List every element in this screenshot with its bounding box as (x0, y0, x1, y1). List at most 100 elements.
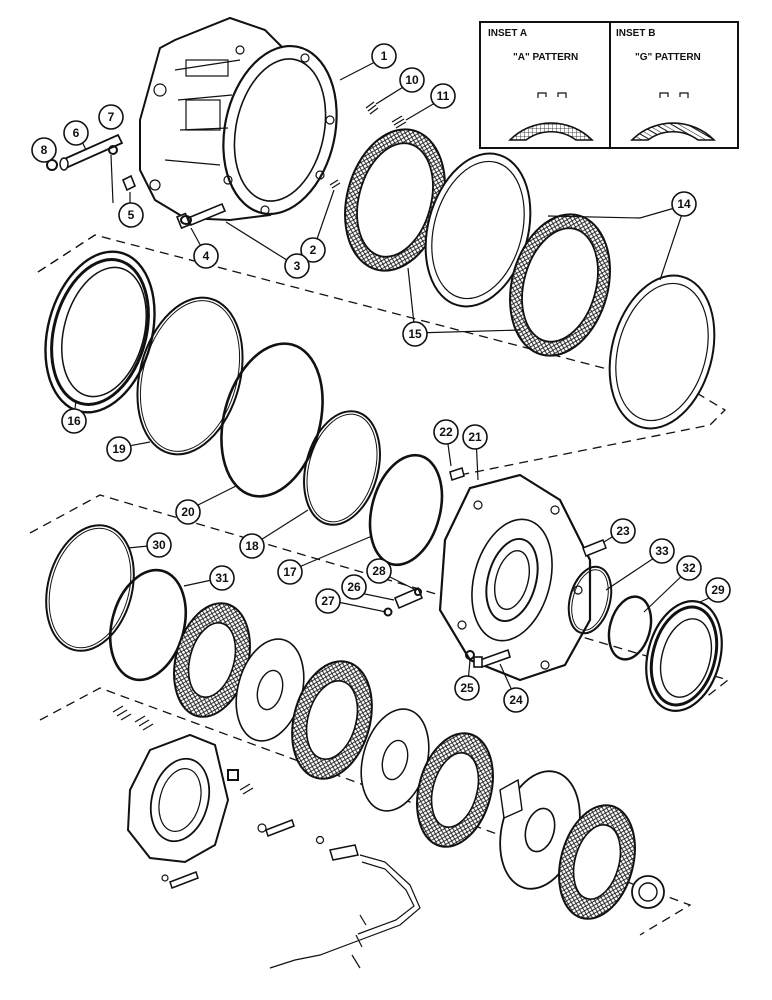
callout-19: 19 (106, 436, 132, 462)
callout-15: 15 (402, 321, 428, 347)
spring-lower-c (239, 783, 254, 795)
callout-21-label: 21 (468, 430, 482, 444)
callout-32: 32 (676, 555, 702, 581)
inset-a-label: "A" PATTERN (513, 52, 578, 63)
friction-disc-15b (509, 213, 611, 357)
callout-24: 24 (503, 687, 529, 713)
dowel-pin-23 (582, 539, 607, 557)
callout-22-label: 22 (439, 425, 453, 439)
bolt-lower-b (161, 871, 199, 889)
dowel-pin-22 (449, 467, 465, 481)
callout-8-label: 8 (41, 143, 48, 157)
callout-22: 22 (433, 419, 459, 445)
callout-25-label: 25 (460, 681, 474, 695)
callout-17: 17 (277, 559, 303, 585)
callout-11-label: 11 (437, 89, 450, 103)
callout-29-label: 29 (711, 583, 725, 597)
callout-15-label: 15 (408, 327, 422, 341)
ring-32 (607, 595, 653, 661)
ring-33 (567, 565, 613, 635)
callout-10: 10 (399, 67, 425, 93)
inset-b-label: "G" PATTERN (635, 52, 701, 63)
seal-16 (44, 250, 156, 414)
ring-30 (45, 524, 135, 652)
callout-10-label: 10 (405, 73, 419, 87)
piston-21 (438, 473, 592, 682)
callout-1: 1 (371, 43, 397, 69)
spring-2 (329, 179, 341, 189)
callout-25: 25 (454, 675, 480, 701)
callout-16-label: 16 (67, 414, 81, 428)
callout-23-label: 23 (616, 524, 630, 538)
brake-carrier (126, 733, 230, 864)
friction-disc-lower-2 (291, 660, 373, 780)
callout-26: 26 (341, 574, 367, 600)
callout-33-label: 33 (655, 544, 669, 558)
callout-24-label: 24 (509, 693, 523, 707)
callout-1-label: 1 (381, 49, 388, 63)
friction-disc-15a (344, 128, 446, 272)
callout-30: 30 (146, 532, 172, 558)
friction-disc-lower-4 (558, 804, 636, 920)
callout-18-label: 18 (245, 539, 259, 553)
lube-tube (269, 854, 421, 969)
callout-14: 14 (671, 191, 697, 217)
callout-4-label: 4 (203, 249, 210, 263)
callout-27: 27 (315, 588, 341, 614)
bolt-24 (473, 648, 511, 669)
ring-18 (303, 410, 381, 526)
inset-panel: INSET A "A" PATTERN INSET B "G" PATTERN (479, 21, 739, 149)
callout-32-label: 32 (682, 561, 696, 575)
a-pattern-segment (508, 122, 594, 141)
callout-14-label: 14 (677, 197, 691, 211)
oring-28 (414, 588, 422, 596)
callout-2: 2 (300, 237, 326, 263)
ring-19 (136, 296, 244, 456)
ring-17 (368, 453, 444, 567)
callout-7: 7 (98, 104, 124, 130)
callout-4: 4 (193, 243, 219, 269)
seal-29 (645, 600, 723, 712)
callout-11: 11 (430, 83, 456, 109)
spring-lower-a (112, 705, 132, 721)
transmission-housing (139, 16, 338, 222)
callout-31: 31 (209, 565, 235, 591)
separator-plate-lower-1 (235, 638, 305, 742)
spring-lower-b (134, 715, 154, 731)
callout-28: 28 (366, 558, 392, 584)
callout-16: 16 (61, 408, 87, 434)
callout-23: 23 (610, 518, 636, 544)
group-boundary-middle (29, 494, 730, 699)
callout-2-label: 2 (310, 243, 317, 257)
callout-26-label: 26 (347, 580, 361, 594)
callout-17-label: 17 (283, 565, 297, 579)
callout-6: 6 (63, 120, 89, 146)
callout-3-label: 3 (294, 259, 301, 273)
plug-5 (121, 174, 137, 192)
callout-3: 3 (284, 253, 310, 279)
callout-7-label: 7 (108, 110, 115, 124)
steel-plate-14a (424, 152, 532, 308)
fitting-lower (315, 835, 359, 861)
bolt-lower-a (257, 819, 295, 837)
shaft-6 (59, 133, 124, 171)
callout-19-label: 19 (112, 442, 126, 456)
steel-plate-14b (608, 274, 716, 430)
spring-11 (391, 115, 407, 129)
callout-30-label: 30 (152, 538, 166, 552)
callout-21: 21 (462, 424, 488, 450)
separator-plate-lower-2 (360, 708, 430, 812)
callout-20: 20 (175, 499, 201, 525)
friction-disc-lower-3 (416, 732, 494, 848)
spring-10 (365, 101, 379, 115)
washer-4 (180, 215, 192, 225)
fitting-26 (393, 586, 424, 610)
callout-28-label: 28 (372, 564, 386, 578)
callout-29: 29 (705, 577, 731, 603)
group-boundary-upper (37, 234, 727, 476)
washer-25 (465, 650, 475, 660)
fitting-8 (46, 159, 58, 171)
callout-20-label: 20 (181, 505, 195, 519)
inset-b-title: INSET B (616, 28, 655, 39)
